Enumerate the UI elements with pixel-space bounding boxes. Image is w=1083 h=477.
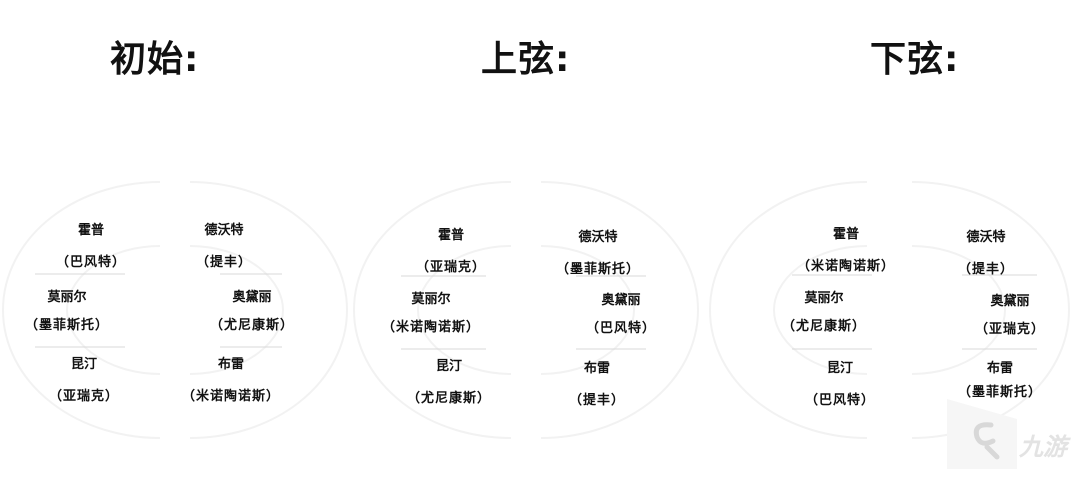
segment-left-bottom: 昆汀 （亚瑞克） [49,356,119,406]
segment-right-bottom: 布雷 （米诺陶诺斯） [182,356,280,406]
segment-right-top: 德沃特 （提丰） [958,229,1014,279]
watermark-text: 九游 [1019,433,1067,461]
watermark: 九游 [927,389,1077,469]
ring-diagram [709,181,1070,439]
character-name: 莫丽尔 [47,290,87,305]
demon-name: （墨菲斯托） [555,262,641,277]
character-name: 霍普 [832,227,860,242]
demon-name: （尤尼康斯） [209,318,295,333]
character-name: 莫丽尔 [804,291,844,306]
character-name: 奥黛丽 [601,293,641,308]
demon-name: （米诺陶诺斯） [381,320,481,335]
panel-waning: 下弦: 霍普 （米诺陶诺斯） 莫丽尔 （尤尼康斯） 昆汀 （巴风特） 德沃特 （… [709,0,1083,477]
demon-name: （提丰） [195,255,253,270]
panel-initial: 初始: 霍普 （巴风特） 莫丽尔 （墨菲斯托） 昆汀 （亚瑞克） 德沃特 （提丰… [0,0,361,477]
ring-diagram [2,181,348,439]
segment-left-top: 霍普 （米诺陶诺斯） [797,226,895,276]
segment-right-middle: 奥黛丽 （亚瑞克） [975,293,1045,339]
demon-name: （巴风特） [55,255,127,270]
segment-left-top: 霍普 （亚瑞克） [416,227,486,277]
demon-name: （尤尼康斯） [406,391,492,406]
character-name: 奥黛丽 [232,290,272,305]
demon-name: （墨菲斯托） [24,318,110,333]
character-name: 昆汀 [70,357,98,372]
demon-name: （亚瑞克） [48,389,120,404]
segment-right-middle: 奥黛丽 （巴风特） [586,292,656,338]
demon-name: （墨菲斯托） [957,385,1043,400]
panel-title: 上弦: [481,39,571,80]
demon-name: （提丰） [957,262,1015,277]
demon-name: （亚瑞克） [974,322,1046,337]
panel-title: 下弦: [870,39,960,80]
nine-game-logo-icon [947,399,1017,469]
character-name: 布雷 [986,361,1014,376]
segment-right-top: 德沃特 （墨菲斯托） [556,229,640,279]
segment-right-bottom: 布雷 （提丰） [569,360,625,410]
character-name: 霍普 [77,223,105,238]
character-name: 昆汀 [435,359,463,374]
demon-name: （巴风特） [585,321,657,336]
segment-left-middle: 莫丽尔 （墨菲斯托） [25,289,109,335]
segment-left-bottom: 昆汀 （尤尼康斯） [407,358,491,408]
ring-diagram [353,181,699,439]
segment-right-bottom: 布雷 （墨菲斯托） [958,360,1042,402]
character-name: 莫丽尔 [411,292,451,307]
segment-left-middle: 莫丽尔 （尤尼康斯） [782,290,866,336]
demon-name: （米诺陶诺斯） [796,259,896,274]
panel-waxing: 上弦: 霍普 （亚瑞克） 莫丽尔 （米诺陶诺斯） 昆汀 （尤尼康斯） 德沃特 （… [353,0,722,477]
character-name: 布雷 [217,357,245,372]
character-name: 昆汀 [826,361,854,376]
demon-name: （米诺陶诺斯） [181,389,281,404]
segment-right-middle: 奥黛丽 （尤尼康斯） [210,289,294,335]
panel-title: 初始: [110,39,200,80]
demon-name: （提丰） [568,393,626,408]
segment-left-top: 霍普 （巴风特） [56,222,126,272]
character-name: 奥黛丽 [990,294,1030,309]
demon-name: （巴风特） [804,393,876,408]
segment-left-bottom: 昆汀 （巴风特） [805,360,875,410]
character-name: 德沃特 [204,223,244,238]
demon-name: （尤尼康斯） [781,319,867,334]
segment-right-top: 德沃特 （提丰） [196,222,252,272]
character-name: 德沃特 [578,230,618,245]
segment-left-middle: 莫丽尔 （米诺陶诺斯） [382,291,480,337]
character-name: 霍普 [437,228,465,243]
character-name: 布雷 [583,361,611,376]
character-name: 德沃特 [966,230,1006,245]
demon-name: （亚瑞克） [415,260,487,275]
